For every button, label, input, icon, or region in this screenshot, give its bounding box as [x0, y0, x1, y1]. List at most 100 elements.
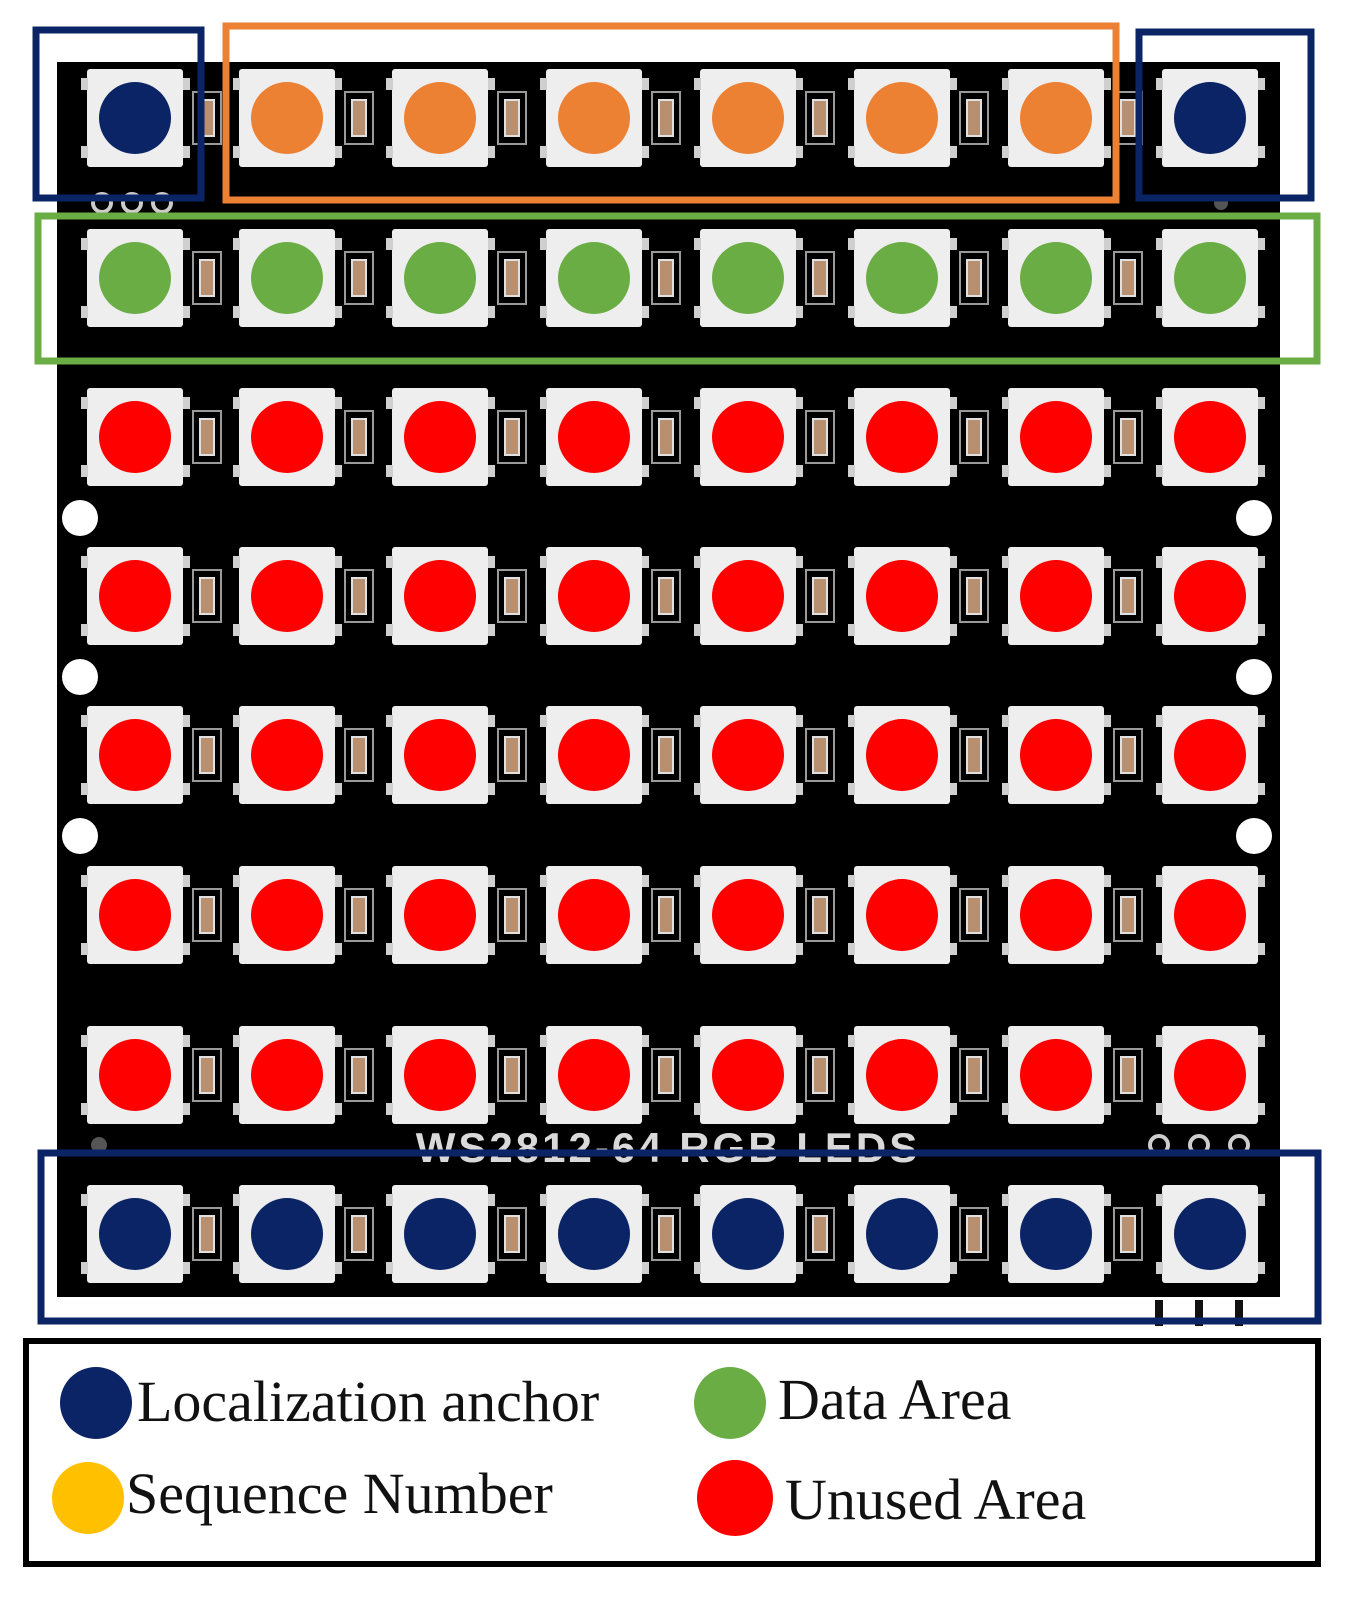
- capacitor-pad: [497, 569, 527, 623]
- led-lead: [796, 1262, 803, 1274]
- capacitor-pad: [192, 1048, 222, 1102]
- led-lead: [950, 624, 957, 636]
- capacitor: [1120, 1215, 1136, 1253]
- led-dot-data: [251, 242, 323, 314]
- led-cell: [386, 1185, 527, 1283]
- led-lead: [233, 556, 240, 568]
- led-lead: [335, 1262, 342, 1274]
- capacitor: [658, 418, 674, 456]
- led-lead: [796, 1103, 803, 1115]
- led-dot-unused: [251, 719, 323, 791]
- led-lead: [335, 146, 342, 158]
- legend: Localization anchor Data Area Sequence N…: [23, 1338, 1321, 1567]
- capacitor: [658, 99, 674, 137]
- led-lead: [796, 397, 803, 409]
- capacitor-pad: [651, 888, 681, 942]
- led-cell: [81, 706, 222, 804]
- capacitor-pad: [497, 91, 527, 145]
- data-area-outline: [34, 212, 1321, 365]
- led-dot-unused: [251, 879, 323, 951]
- led-lead: [848, 943, 855, 955]
- led-lead: [1104, 1035, 1111, 1047]
- led-lead: [1156, 1262, 1163, 1274]
- capacitor-pad: [192, 888, 222, 942]
- led-lead: [1002, 78, 1009, 90]
- led-lead: [642, 943, 649, 955]
- led-cell: [540, 1185, 681, 1283]
- led-cell: [848, 547, 989, 645]
- led-lead: [1156, 556, 1163, 568]
- led-lead: [1002, 556, 1009, 568]
- capacitor-pad: [651, 1207, 681, 1261]
- led-lead: [183, 1103, 190, 1115]
- led-lead: [1104, 146, 1111, 158]
- led-lead: [81, 1262, 88, 1274]
- led-lead: [1258, 1035, 1265, 1047]
- led-cell: [540, 547, 681, 645]
- capacitor: [658, 896, 674, 934]
- led-dot-anchor: [99, 1198, 171, 1270]
- led-dot-unused: [712, 401, 784, 473]
- capacitor-pad: [1113, 1048, 1143, 1102]
- capacitor-pad: [192, 728, 222, 782]
- led-lead: [335, 238, 342, 250]
- led-lead: [848, 465, 855, 477]
- led-lead: [950, 146, 957, 158]
- led-dot-anchor: [712, 1198, 784, 1270]
- led-lead: [488, 146, 495, 158]
- led-lead: [81, 306, 88, 318]
- led-lead: [848, 1035, 855, 1047]
- capacitor: [966, 896, 982, 934]
- led-lead: [694, 783, 701, 795]
- led-lead: [694, 943, 701, 955]
- led-lead: [950, 943, 957, 955]
- led-dot-unused: [1174, 1039, 1246, 1111]
- legend-box: [23, 1338, 1321, 1567]
- capacitor: [351, 1056, 367, 1094]
- led-dot-unused: [404, 1039, 476, 1111]
- capacitor: [351, 577, 367, 615]
- led-cell: [1156, 69, 1265, 167]
- led-lead: [335, 943, 342, 955]
- capacitor-pad: [344, 728, 374, 782]
- led-lead: [540, 397, 547, 409]
- capacitor: [199, 1056, 215, 1094]
- led-lead: [233, 78, 240, 90]
- led-dot-unused: [866, 560, 938, 632]
- led-lead: [386, 556, 393, 568]
- led-lead: [848, 397, 855, 409]
- led-dot-unused: [1020, 401, 1092, 473]
- led-lead: [81, 556, 88, 568]
- led-lead: [488, 783, 495, 795]
- led-cell: [1002, 866, 1143, 964]
- led-lead: [796, 306, 803, 318]
- led-lead: [1156, 783, 1163, 795]
- led-lead: [1156, 943, 1163, 955]
- led-lead: [233, 875, 240, 887]
- capacitor: [199, 736, 215, 774]
- led-lead: [233, 146, 240, 158]
- led-dot-sequence: [404, 82, 476, 154]
- led-cell: [1002, 1185, 1143, 1283]
- led-dot-anchor: [866, 1198, 938, 1270]
- led-lead: [335, 1035, 342, 1047]
- led-dot-unused: [558, 879, 630, 951]
- led-lead: [386, 306, 393, 318]
- led-dot-anchor: [99, 82, 171, 154]
- led-lead: [1258, 556, 1265, 568]
- led-lead: [540, 943, 547, 955]
- capacitor: [351, 259, 367, 297]
- led-lead: [81, 1103, 88, 1115]
- led-lead: [950, 306, 957, 318]
- led-dot-anchor: [251, 1198, 323, 1270]
- capacitor-pad: [805, 888, 835, 942]
- capacitor: [812, 577, 828, 615]
- led-lead: [694, 1194, 701, 1206]
- led-dot-unused: [1020, 1039, 1092, 1111]
- led-cell: [81, 547, 222, 645]
- led-cell: [694, 706, 835, 804]
- capacitor: [812, 896, 828, 934]
- led-cell: [848, 388, 989, 486]
- led-lead: [1258, 624, 1265, 636]
- led-lead: [1104, 1103, 1111, 1115]
